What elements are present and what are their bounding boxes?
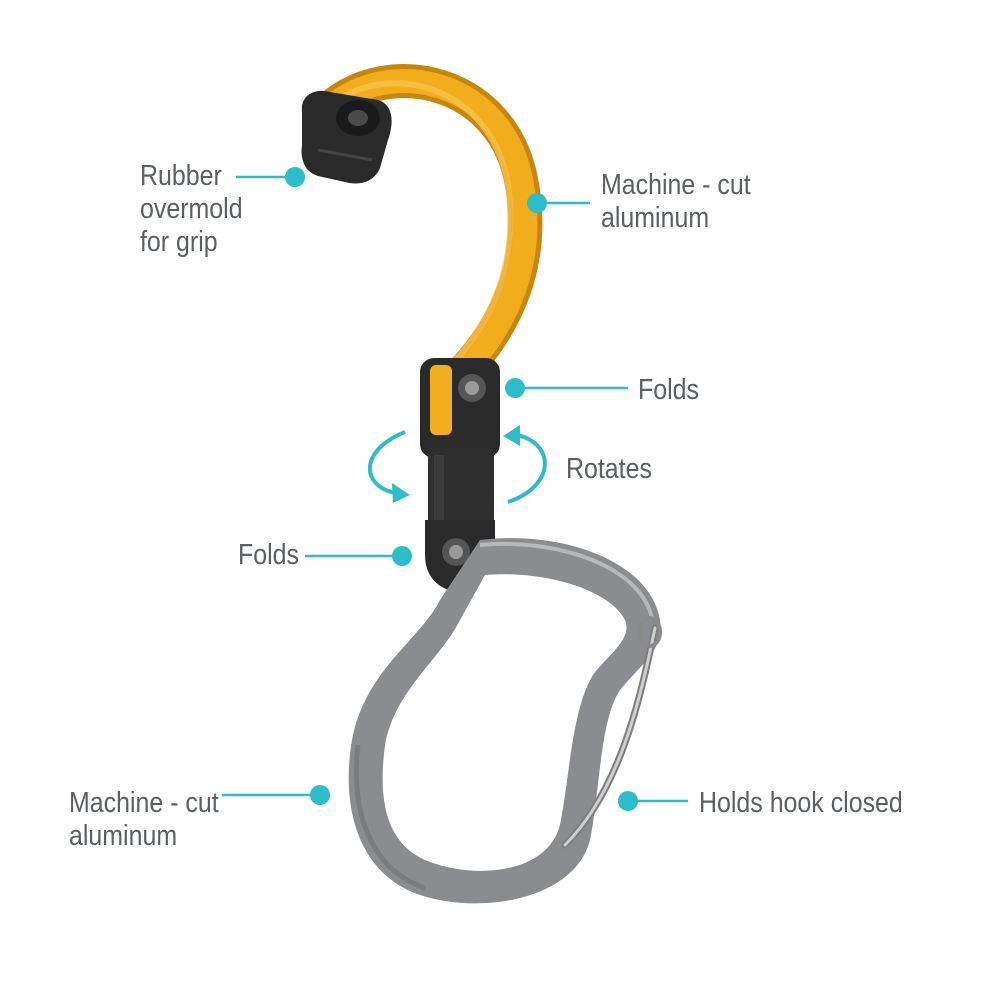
label-rubber-grip-line-2: overmold: [140, 193, 243, 225]
rubber-overmold-tip: [301, 90, 392, 184]
upper-hinge: [420, 358, 500, 458]
callout-middle-folds: [305, 546, 412, 566]
label-rotates: Rotates: [566, 453, 652, 485]
rotate-arrow-left-icon: [367, 430, 410, 503]
callout-gate: [618, 791, 688, 811]
label-top-folds: Folds: [638, 374, 699, 406]
callout-rubber-grip: [236, 167, 305, 187]
callout-top-folds: [505, 378, 628, 398]
swivel-body: [428, 448, 494, 538]
label-middle-folds: Folds: [238, 539, 299, 571]
callout-top-aluminum: [527, 193, 590, 213]
label-rubber-grip-line-1: Rubber: [140, 160, 222, 192]
gray-carabiner: [348, 538, 661, 904]
label-rubber-grip-line-3: for grip: [140, 226, 218, 258]
spring-gate-wire: [561, 616, 662, 849]
label-top-aluminum-line-1: Machine - cut: [601, 169, 751, 201]
label-rubber-grip: Rubber overmold for grip: [140, 160, 243, 259]
rotate-arrow-right-icon: [503, 425, 547, 504]
callout-bottom-aluminum: [222, 785, 330, 805]
label-top-aluminum: Machine - cut aluminum: [601, 169, 751, 235]
label-gate: Holds hook closed: [699, 787, 903, 819]
label-bottom-aluminum-line-2: aluminum: [69, 820, 178, 852]
label-bottom-aluminum-line-1: Machine - cut: [69, 787, 219, 819]
label-top-aluminum-line-2: aluminum: [601, 202, 710, 234]
yellow-hook-arm: [313, 64, 543, 397]
label-bottom-aluminum: Machine - cut aluminum: [69, 787, 219, 853]
